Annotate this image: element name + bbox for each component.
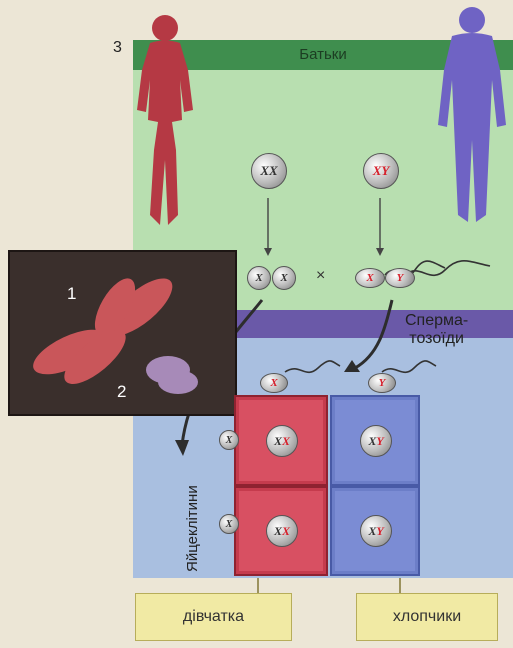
allele: X: [269, 163, 278, 179]
allele: X: [274, 524, 282, 539]
allele: X: [226, 435, 233, 446]
allele: X: [373, 163, 382, 179]
allele: Y: [381, 163, 389, 179]
photo-label-2: 2: [117, 382, 126, 402]
photo-label-1: 1: [67, 284, 76, 304]
allele: X: [226, 519, 233, 530]
cross-symbol: ×: [316, 267, 325, 285]
male-silhouette: [438, 7, 506, 222]
allele: X: [368, 434, 376, 449]
chromosome-photo: 1 2: [8, 250, 237, 416]
sperm-gamete: Y: [385, 268, 415, 288]
allele: Y: [376, 524, 383, 539]
sperm-label-line2: тозоїди: [405, 330, 468, 348]
female-silhouette: [137, 15, 193, 225]
allele: Y: [379, 377, 386, 389]
allele: X: [366, 272, 373, 284]
egg-gamete: X: [247, 266, 271, 290]
allele: X: [255, 272, 262, 284]
sperm-gamete: X: [355, 268, 385, 288]
sperm-label: Сперма- тозоїди: [405, 312, 468, 348]
egg-gamete: X: [219, 430, 239, 450]
sperm-label-line1: Сперма-: [405, 312, 468, 330]
boys-label: хлопчики: [356, 593, 498, 641]
sperm-gamete: Y: [368, 373, 396, 393]
allele: Y: [376, 434, 383, 449]
sperm-gamete: X: [260, 373, 288, 393]
allele: X: [270, 377, 277, 389]
allele: X: [282, 524, 290, 539]
allele: Y: [397, 272, 404, 284]
eggs-label: Яйцеклітини: [184, 485, 201, 572]
allele: X: [280, 272, 287, 284]
allele: X: [282, 434, 290, 449]
allele: X: [368, 524, 376, 539]
egg-gamete: X: [219, 514, 239, 534]
allele: X: [274, 434, 282, 449]
girls-label: дівчатка: [135, 593, 292, 641]
egg-gamete: X: [272, 266, 296, 290]
allele: X: [260, 163, 269, 179]
